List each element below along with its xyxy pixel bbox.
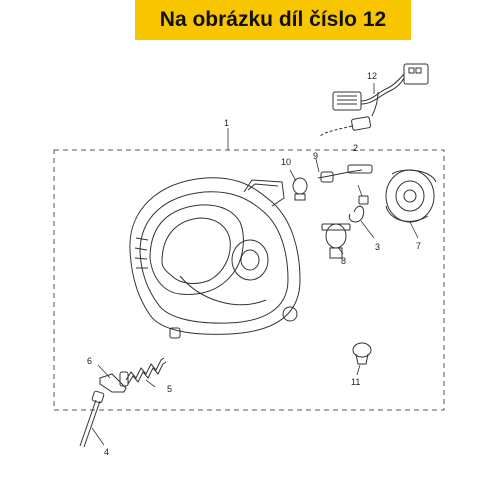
part-11-rivet — [352, 342, 372, 365]
callout-12: 12 — [367, 71, 377, 81]
callout-9: 9 — [313, 151, 318, 161]
part-8-headlight-bulb — [321, 223, 351, 259]
callout-labels: 1 2 3 4 5 6 7 8 9 10 11 12 — [87, 71, 421, 457]
callout-6: 6 — [87, 356, 92, 366]
callout-2: 2 — [353, 143, 358, 153]
callout-8: 8 — [341, 256, 346, 266]
callout-10: 10 — [281, 157, 291, 167]
part-9-socket-lead — [317, 164, 373, 183]
callout-5: 5 — [167, 384, 172, 394]
callout-11: 11 — [351, 377, 360, 387]
part-6-adjuster — [99, 371, 129, 393]
callout-3: 3 — [375, 242, 380, 252]
part-2-clip — [358, 195, 369, 205]
part-7-dust-cover — [385, 169, 437, 223]
callout-7: 7 — [416, 241, 421, 251]
part-4-screw — [79, 390, 105, 448]
part-5-spring — [125, 357, 167, 385]
part-1-headlight-housing — [129, 177, 301, 339]
part-12-wire-harness — [319, 63, 429, 137]
title-text: Na obrázku díl číslo 12 — [159, 8, 387, 31]
part-3-spring — [348, 205, 365, 223]
title-banner: Na obrázku díl číslo 12 — [135, 0, 411, 40]
part-10-bulb — [292, 177, 308, 201]
callout-4: 4 — [104, 447, 109, 457]
assembly-boundary — [53, 149, 445, 411]
callout-1: 1 — [224, 118, 229, 128]
